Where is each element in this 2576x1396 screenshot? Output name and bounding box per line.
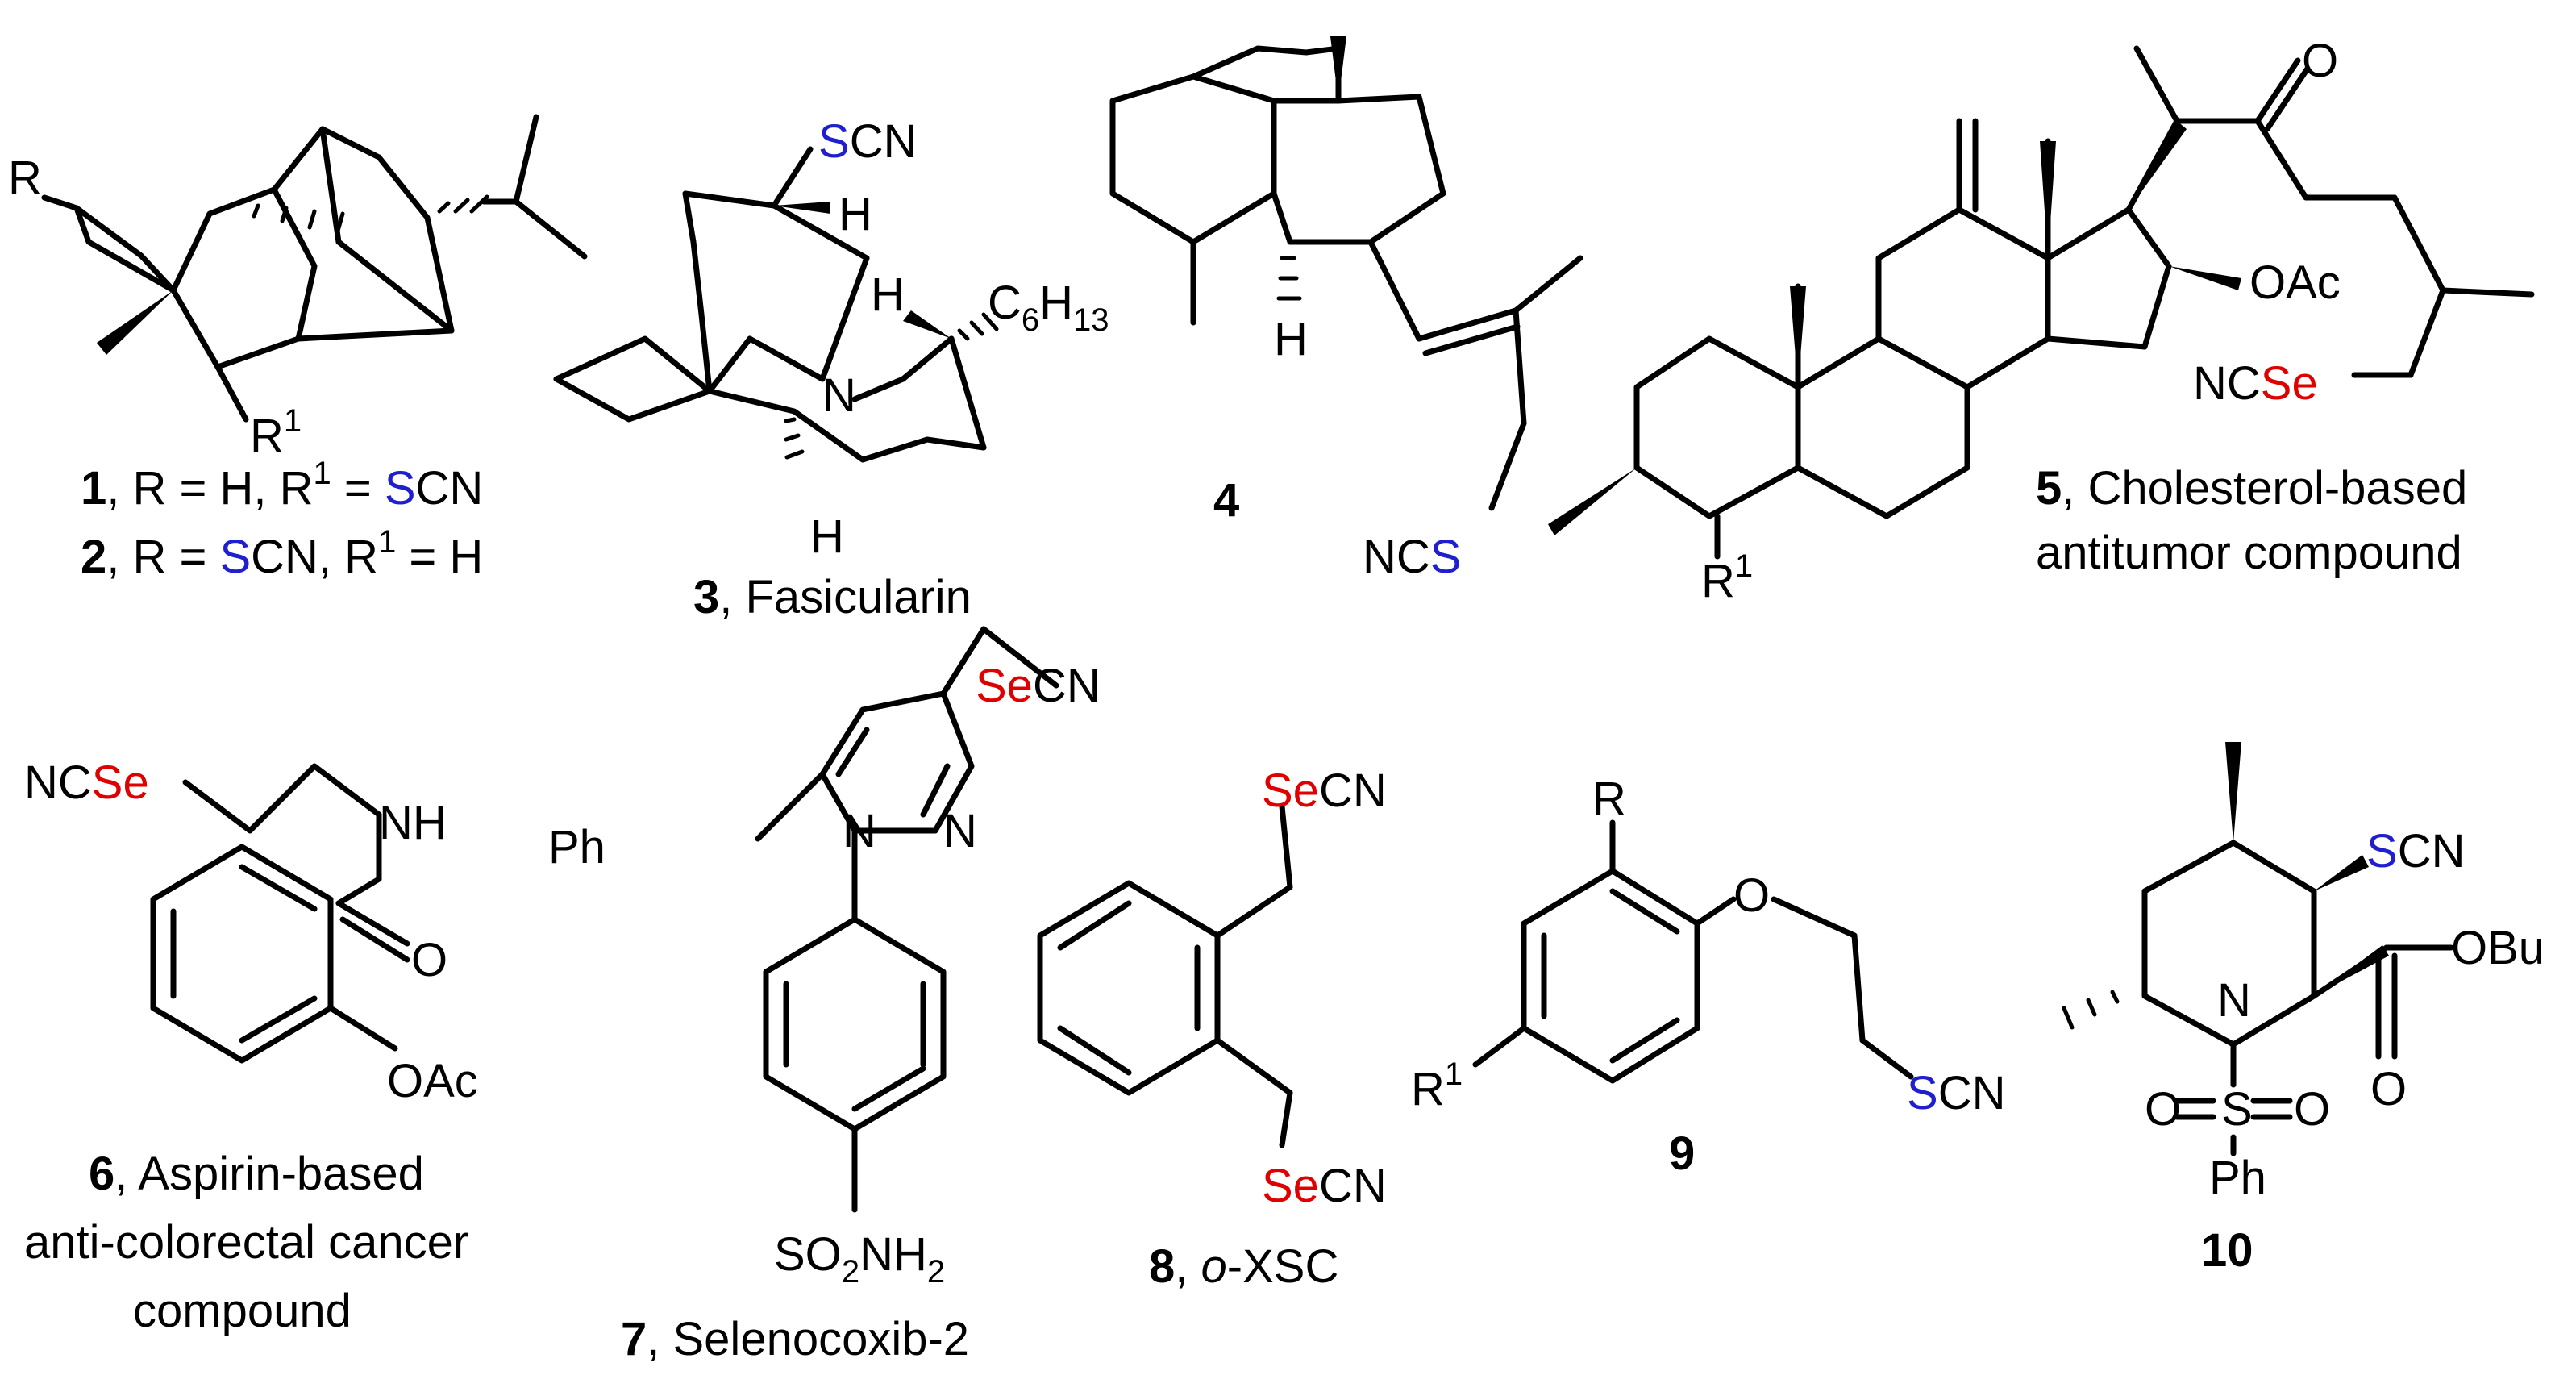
structure-3: SCN H N H C6H13 H 3, Fasicularin: [553, 115, 1109, 623]
atom-R1: R1: [250, 403, 302, 462]
caption-2: 2, R = SCN, R1 = H: [81, 524, 483, 583]
atom-N: N: [822, 369, 856, 422]
caption-10: 10: [2201, 1224, 2253, 1277]
atom-O-left-10: O: [2145, 1083, 2181, 1136]
atom-N2-7: N: [943, 805, 977, 857]
atom-SO2NH2-7: SO2NH2: [774, 1228, 945, 1290]
caption-5-line1: 5, Cholesterol-based: [2036, 462, 2467, 515]
atom-Ph-10: Ph: [2209, 1152, 2266, 1204]
atom-NH-6: NH: [379, 797, 447, 849]
atom-NCSe-6: NCSe: [24, 756, 149, 809]
atom-SeCN-8b: SeCN: [1262, 1160, 1387, 1212]
atom-O-right-10: O: [2294, 1083, 2330, 1136]
structure-7: SeCN Ph N N SO2NH2 7, Selenocoxib-2: [548, 626, 1101, 1365]
caption-9: 9: [1669, 1127, 1695, 1180]
atom-R: R: [8, 152, 42, 204]
caption-8: 8, o-XSC: [1149, 1240, 1338, 1293]
atom-O-5: O: [2302, 35, 2338, 87]
atom-Ph-7: Ph: [548, 821, 606, 873]
atom-O-9: O: [1733, 869, 1770, 922]
atom-NCS-4: NCS: [1363, 531, 1461, 583]
atom-S: SCN: [818, 115, 917, 168]
atom-S-10: S: [2221, 1083, 2253, 1136]
atom-R-9: R: [1592, 773, 1626, 825]
structure-1-2: R R1 1, R = H, R1 = SCN 2, R = SCN, R1 =…: [8, 114, 588, 583]
atom-SeCN-8a: SeCN: [1262, 765, 1387, 817]
structure-10: SCN OBu O N S O O Ph 10: [2062, 742, 2545, 1277]
structure-4: H NCS 4: [1109, 36, 1583, 583]
atom-H-bottom: H: [810, 510, 844, 563]
atom-R1-9: R1: [1411, 1056, 1463, 1115]
structure-5: OAc O NCSe R1 5, Cholesterol-based antit…: [1548, 35, 2535, 607]
caption-6-line3: compound: [133, 1285, 352, 1337]
atom-NCSe-5: NCSe: [2193, 357, 2318, 410]
atom-H-top: H: [839, 188, 872, 240]
caption-3: 3, Fasicularin: [693, 571, 972, 623]
atom-H-right: H: [871, 269, 905, 321]
atom-SeCN-7: SeCN: [976, 660, 1101, 712]
caption-7: 7, Selenocoxib-2: [621, 1313, 969, 1365]
atom-O-carbonyl-10: O: [2370, 1063, 2407, 1115]
structure-8: SeCN SeCN 8, o-XSC: [1037, 765, 1387, 1293]
atom-OAc-6: OAc: [387, 1055, 478, 1107]
atom-C6H13: C6H13: [988, 277, 1109, 338]
atom-O-6: O: [411, 934, 447, 986]
atom-SCN-10: SCN: [2366, 825, 2465, 877]
atom-H-4: H: [1274, 313, 1308, 365]
atom-R1-5: R1: [1701, 548, 1753, 607]
atom-SCN-9: SCN: [1907, 1067, 2005, 1119]
atom-OAc-5: OAc: [2249, 256, 2341, 309]
caption-4: 4: [1213, 474, 1239, 527]
atom-OBu-10: OBu: [2451, 922, 2545, 974]
structure-6: NCSe NH O OAc 6, Aspirin-based anti-colo…: [24, 756, 478, 1337]
caption-1: 1, R = H, R1 = SCN: [81, 456, 483, 515]
structure-9: R R1 O SCN 9: [1411, 773, 2005, 1180]
caption-6-line1: 6, Aspirin-based: [89, 1148, 424, 1200]
caption-6-line2: anti-colorectal cancer: [24, 1216, 468, 1269]
atom-N-10: N: [2217, 974, 2251, 1027]
caption-5-line2: antitumor compound: [2036, 527, 2462, 579]
atom-N1-7: N: [843, 805, 876, 857]
